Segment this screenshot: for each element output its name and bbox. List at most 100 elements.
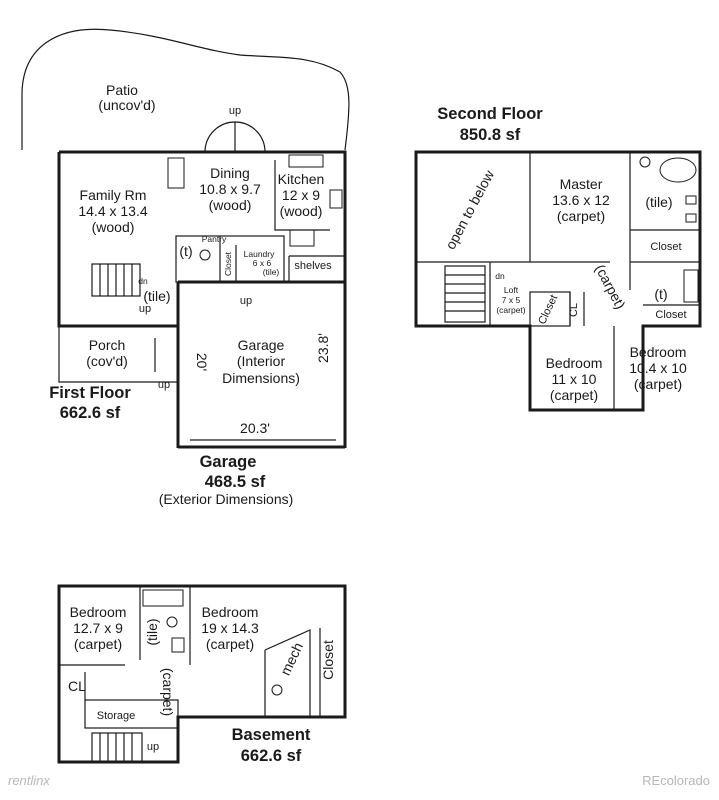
- stair-up: up: [139, 303, 151, 315]
- fireplace: [167, 157, 185, 189]
- second-floor-area: 850.8 sf: [460, 126, 521, 144]
- closet-top-label: Closet: [650, 241, 681, 253]
- bedroom-a-material: (carpet): [550, 387, 598, 403]
- kitchen-range: [329, 189, 343, 209]
- garage-name: Garage: [238, 337, 285, 353]
- porch-up: up: [158, 379, 170, 391]
- loft-dims: 7 x 5: [502, 295, 521, 305]
- master-dims: 13.6 x 12: [552, 192, 610, 208]
- first-floor-stair: [91, 263, 141, 297]
- laundry-up: up: [240, 295, 252, 307]
- second-floor-title: Second Floor: [437, 105, 543, 123]
- patio-note: (uncov'd): [98, 97, 155, 113]
- basement-area: 662.6 sf: [241, 747, 302, 765]
- basement-bed1-dims: 12.7 x 9: [73, 620, 123, 636]
- family-room-dims: 14.4 x 13.4: [78, 203, 147, 219]
- closet-right-label: Closet: [655, 309, 686, 321]
- first-floor-title: First Floor: [49, 384, 131, 402]
- porch-outline: [58, 326, 178, 383]
- basement-stair-up: up: [147, 741, 159, 753]
- loft-dn: dn: [495, 271, 505, 281]
- basement-bed1-name: Bedroom: [70, 604, 127, 620]
- garage-depth-left: 20': [194, 353, 210, 371]
- basement-bed2-material: (carpet): [206, 636, 254, 652]
- open-to-below-label: open to below: [442, 167, 497, 252]
- basement-sink: [171, 637, 185, 653]
- master-toilet: [639, 156, 651, 168]
- first-floor-plan: Patio (uncov'd) up Family Rm 14.4 x 13.4…: [21, 28, 350, 449]
- basement-stair: [91, 732, 143, 763]
- garage-interior-line2: Dimensions): [222, 370, 300, 386]
- fridge: [289, 229, 315, 247]
- laundry-block: [175, 235, 285, 283]
- basement-toilet: [166, 616, 178, 628]
- basement-bed1-material: (carpet): [74, 636, 122, 652]
- storage-label: Storage: [97, 710, 136, 722]
- storage-box: [84, 699, 179, 729]
- master-material: (carpet): [557, 208, 605, 224]
- laundry-dims: 6 x 6: [253, 258, 272, 268]
- second-half-bath-label: (t): [654, 286, 667, 302]
- loft-material: (carpet): [496, 305, 525, 315]
- basement-cl-label: CL: [68, 678, 86, 694]
- kitchen-material: (wood): [280, 203, 323, 219]
- bedroom-b-dims: 10.4 x 10: [629, 360, 687, 376]
- second-floor-stair: [444, 265, 486, 323]
- closet-left-label: Closet: [536, 293, 560, 326]
- family-room-material: (wood): [92, 219, 135, 235]
- garage-note: (Exterior Dimensions): [159, 491, 294, 507]
- dining-name: Dining: [210, 165, 250, 181]
- garage-interior-line1: (Interior: [237, 353, 286, 369]
- mech-label: mech: [277, 640, 306, 678]
- patio-outline: [21, 28, 350, 151]
- kitchen-counter: [274, 160, 330, 231]
- garage-width: 20.3': [240, 420, 270, 436]
- kitchen-name: Kitchen: [278, 171, 325, 187]
- patio-up: up: [229, 105, 241, 117]
- second-floor-plan: Second Floor 850.8 sf open to below Mast…: [414, 105, 702, 412]
- family-room-name: Family Rm: [80, 187, 147, 203]
- dining-material: (wood): [209, 197, 252, 213]
- kitchen-dims: 12 x 9: [282, 187, 320, 203]
- garage-depth-right: 23.8': [315, 333, 331, 363]
- bathtub-oval: [659, 157, 697, 183]
- first-closet-label: Closet: [223, 251, 233, 276]
- toilet: [199, 249, 211, 261]
- basement-bath-tile: (tile): [144, 618, 160, 645]
- basement-tub: [142, 589, 184, 607]
- patio-name: Patio: [106, 82, 138, 98]
- laundry-name: Laundry: [244, 249, 275, 259]
- pantry-label: Pantry: [202, 234, 227, 244]
- first-floor-area: 662.6 sf: [60, 404, 121, 422]
- mech-walls: [264, 629, 311, 717]
- bedroom-a-name: Bedroom: [546, 355, 603, 371]
- sink-1: [685, 195, 697, 205]
- half-bath-label: (t): [179, 243, 192, 259]
- loft-name: Loft: [504, 285, 519, 295]
- watermark-right: REcolorado: [642, 773, 710, 788]
- stair-dn: dn: [138, 276, 148, 286]
- basement-bed2-name: Bedroom: [202, 604, 259, 620]
- porch-name: Porch: [89, 337, 126, 353]
- second-floor-walls: [414, 150, 702, 412]
- basement-hall-carpet: (carpet): [160, 668, 176, 716]
- basement-bed2-dims: 19 x 14.3: [201, 620, 259, 636]
- basement-closet-label: Closet: [320, 640, 336, 680]
- water-heater: [271, 684, 283, 696]
- bedroom-b-material: (carpet): [634, 376, 682, 392]
- basement-title: Basement: [232, 726, 311, 744]
- laundry-material: (tile): [263, 267, 280, 277]
- hall-tile: (tile): [143, 288, 170, 304]
- garage-plan: Garage (Interior Dimensions) 20.3' 20' 2…: [159, 333, 331, 507]
- shelves-label: shelves: [294, 260, 332, 272]
- bedroom-b-name: Bedroom: [630, 344, 687, 360]
- hall-carpet: (carpet): [592, 262, 629, 312]
- bedroom-a-dims: 11 x 10: [552, 371, 597, 387]
- kitchen-sink: [288, 154, 324, 168]
- master-name: Master: [560, 176, 603, 192]
- sink-2: [685, 213, 697, 223]
- porch-note: (cov'd): [86, 353, 128, 369]
- tub: [683, 269, 699, 303]
- watermark-left: rentlinx: [8, 773, 50, 788]
